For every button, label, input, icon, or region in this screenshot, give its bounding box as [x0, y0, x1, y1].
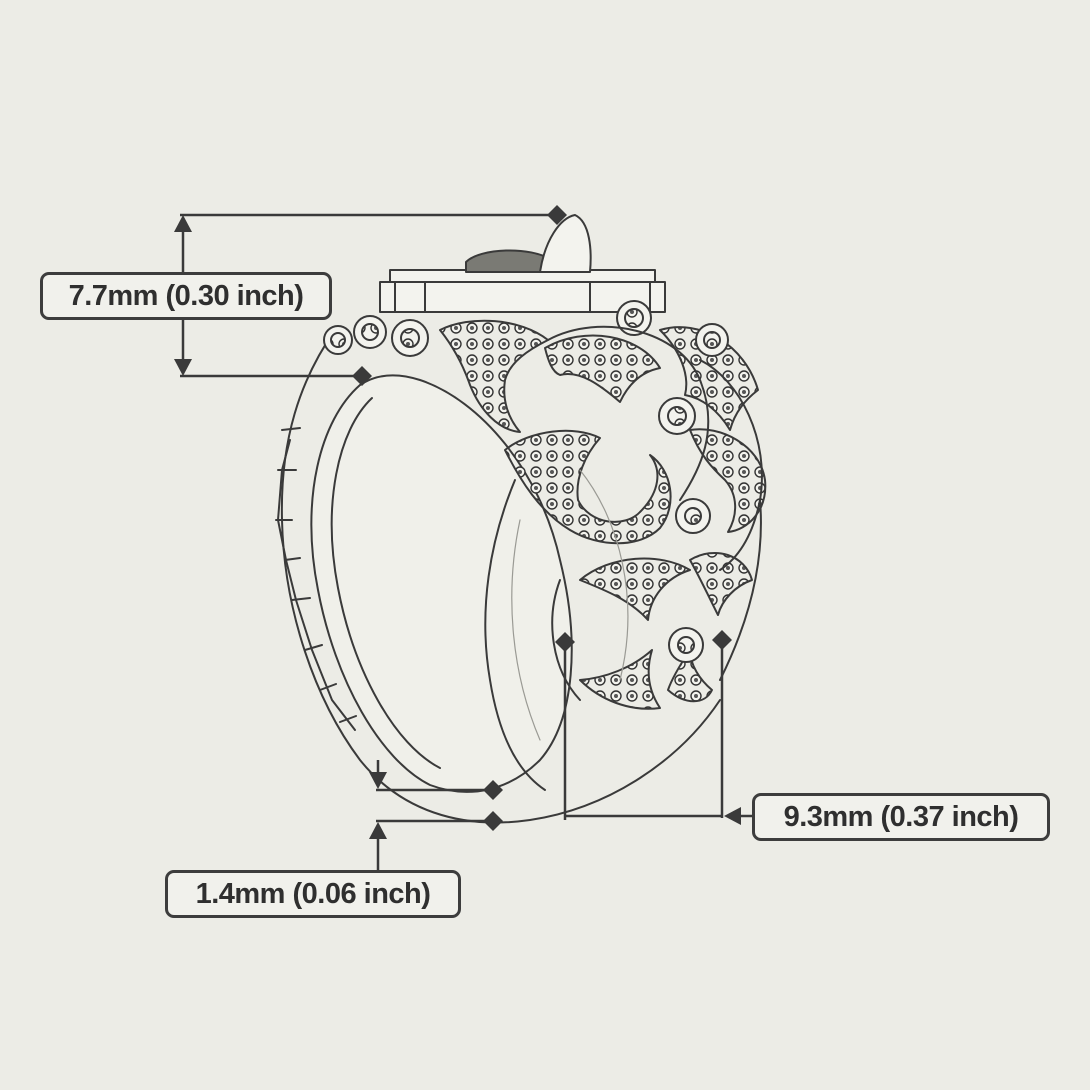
- dimension-band-lines: [563, 640, 752, 820]
- arrow-up-icon: [174, 215, 192, 232]
- arrow-up-icon: [369, 822, 387, 839]
- dimension-height-lines: [180, 213, 557, 378]
- ring-sketch-icon: [275, 214, 767, 824]
- diamond-marker-icon: [483, 780, 503, 800]
- band-width-dimension-label: 9.3mm (0.37 inch): [752, 793, 1050, 841]
- diamond-marker-icon: [555, 632, 575, 652]
- arrow-down-icon: [174, 359, 192, 376]
- diamond-marker-icon: [352, 366, 372, 386]
- arrow-left-icon: [724, 807, 741, 825]
- arrow-down-icon: [369, 772, 387, 789]
- diamond-marker-icon: [547, 205, 567, 225]
- thickness-dimension-label: 1.4mm (0.06 inch): [165, 870, 461, 918]
- diamond-marker-icon: [483, 811, 503, 831]
- diamond-marker-icon: [712, 630, 732, 650]
- height-dimension-label: 7.7mm (0.30 inch): [40, 272, 332, 320]
